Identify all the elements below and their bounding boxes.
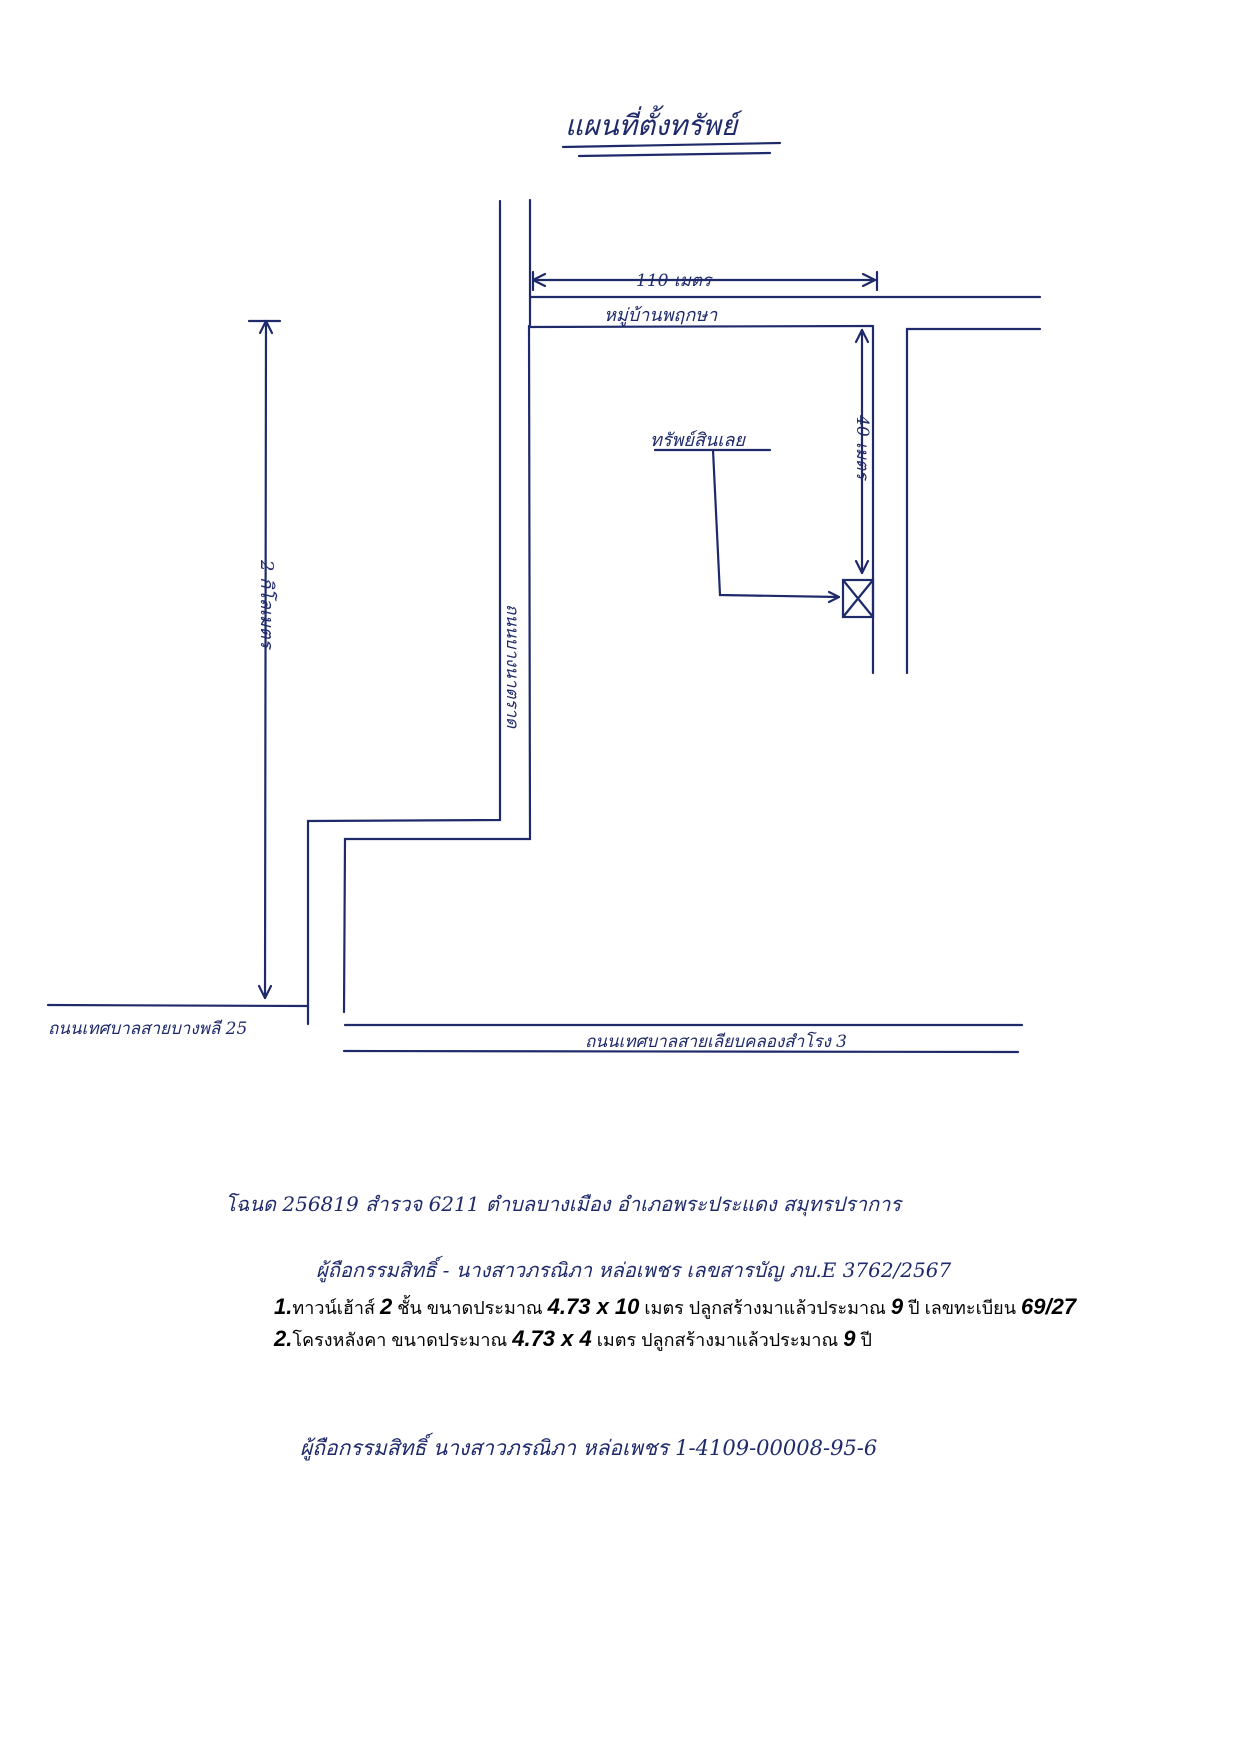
dim-right-label: 40 เมตร (852, 415, 872, 480)
bottom-left-road-label: ถนนเทศบาลสายบางพลี 25 (48, 1019, 248, 1039)
property-marker (841, 578, 875, 619)
top-road-edge-lower (528, 324, 875, 329)
dim-top-label: 110 เมตร (636, 271, 712, 291)
deed-line-2: ผู้ถือกรรมสิทธิ์ - นางสาวภรณิภา หล่อเพชร… (316, 1258, 952, 1282)
road-edge-left (306, 199, 502, 1026)
building-item-1: 1.ทาวน์เฮ้าส์ 2 ชั้น ขนาดประมาณ 4.73 x 1… (274, 1294, 1077, 1319)
vertical-road-label: ถนนบางนาตราด (502, 604, 522, 729)
map-title: แผนที่ตั้งทรัพย์ (565, 109, 738, 142)
bottom-road-upper (46, 1003, 1024, 1027)
owner-footer: ผู้ถือกรรมสิทธิ์ นางสาวภรณิภา หล่อเพชร 1… (300, 1436, 878, 1460)
dim-left-label: 2 กิโลเมตร (256, 560, 277, 649)
bottom-road-lower (342, 1049, 1020, 1054)
top-road-label: หมู่บ้านพฤกษา (604, 305, 718, 326)
building-item-2: 2.โครงหลังคา ขนาดประมาณ 4.73 x 4 เมตร ปล… (274, 1326, 872, 1351)
road-edge-right (342, 198, 532, 1014)
property-label: ทรัพย์สินเลย (650, 430, 745, 451)
deed-line-1: โฉนด 256819 สำรวจ 6211 ตำบลบางเมือง อำเภ… (225, 1192, 902, 1216)
bottom-right-road-label: ถนนเทศบาลสายเลียบคลองสำโรง 3 (585, 1032, 847, 1052)
